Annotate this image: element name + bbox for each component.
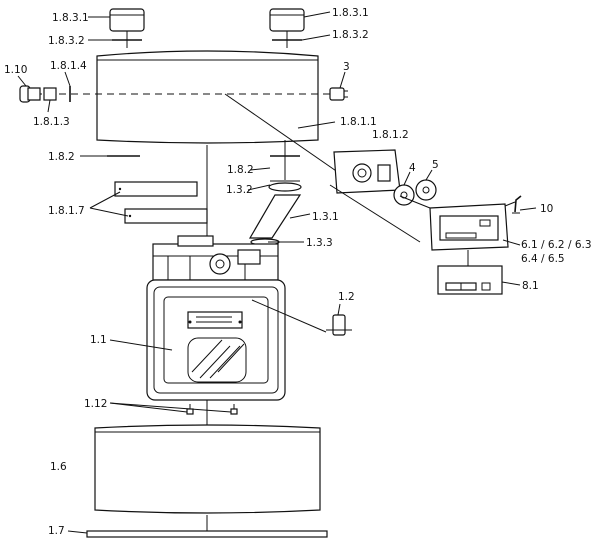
part-1-3-1-pipe [248, 194, 302, 239]
label-1-8-1-4: 1.8.1.4 [50, 60, 87, 72]
label-1-8-1-3: 1.8.1.3 [33, 116, 70, 128]
part-1-8-1-3 [43, 87, 57, 101]
label-3: 3 [343, 61, 350, 73]
electronics-module-6 [429, 201, 516, 251]
part-5-disc [415, 179, 437, 201]
label-1-8-2-left: 1.8.2 [48, 151, 75, 163]
label-1-3-3: 1.3.3 [306, 237, 333, 249]
label-1-12: 1.12 [84, 398, 107, 410]
label-1-6: 1.6 [50, 461, 67, 473]
module-8-1 [437, 265, 503, 295]
label-5: 5 [432, 159, 439, 171]
label-1-10: 1.10 [4, 64, 27, 76]
base-plate-1-7 [86, 530, 328, 538]
label-1-8-1-2: 1.8.1.2 [372, 129, 409, 141]
top-cap-right [269, 8, 305, 48]
meter-mechanism [152, 235, 279, 281]
main-body-1-1 [146, 279, 286, 401]
part-1-10-fitting [19, 85, 41, 103]
label-1-8-3-1-left: 1.8.3.1 [52, 12, 89, 24]
label-1-7: 1.7 [48, 525, 65, 537]
label-6-4-6-5: 6.4 / 6.5 [521, 253, 565, 265]
plate-1-8-1-7-upper [114, 181, 198, 197]
label-4: 4 [409, 162, 416, 174]
label-1-8-1-1: 1.8.1.1 [340, 116, 377, 128]
top-housing [96, 50, 319, 144]
label-1-8-2-right: 1.8.2 [227, 164, 254, 176]
label-1-3-2: 1.3.2 [226, 184, 253, 196]
guide-line-3 [399, 195, 436, 211]
label-1-8-3-1-right: 1.8.3.1 [332, 7, 369, 19]
label-1-8-1-7: 1.8.1.7 [48, 205, 85, 217]
label-8-1: 8.1 [522, 280, 539, 292]
module-1-8-1-2 [333, 149, 401, 194]
guide-line-1 [224, 93, 343, 176]
label-1-3-1: 1.3.1 [312, 211, 339, 223]
plate-1-8-1-7-lower [124, 208, 208, 224]
label-10: 10 [540, 203, 553, 215]
part-1-3-2 [268, 180, 302, 192]
label-1-2: 1.2 [338, 291, 355, 303]
part-1-2-valve [251, 299, 352, 336]
screw-1-12-right [230, 404, 238, 415]
leader-lines [17, 11, 537, 534]
bottom-housing-1-6 [94, 424, 321, 514]
label-6-1-6-2-6-3: 6.1 / 6.2 / 6.3 [521, 239, 592, 251]
part-10-cable [512, 195, 522, 214]
part-4-disc [393, 184, 415, 206]
top-cap-left [109, 8, 145, 48]
label-1-1: 1.1 [90, 334, 107, 346]
guide-line-2 [329, 184, 421, 243]
part-3-connector [329, 87, 348, 101]
label-1-8-3-2-left: 1.8.3.2 [48, 35, 85, 47]
label-1-8-3-2-right: 1.8.3.2 [332, 29, 369, 41]
